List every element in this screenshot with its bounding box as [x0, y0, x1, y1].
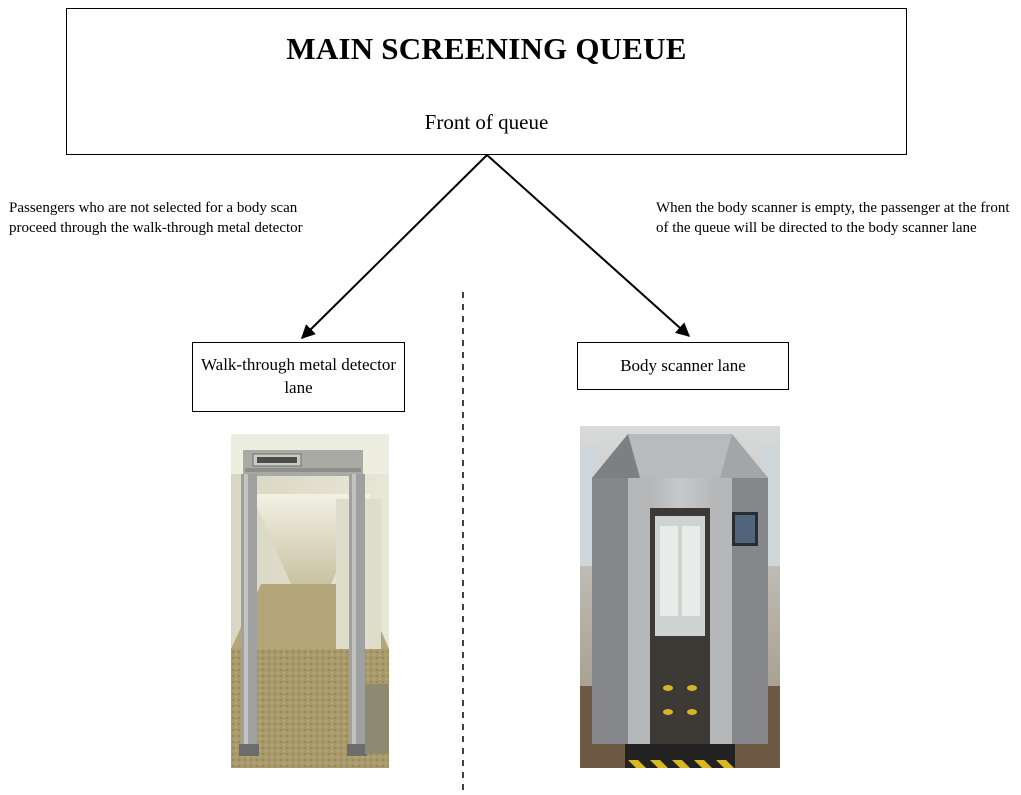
arrow-to-wtmd-lane	[301, 154, 488, 339]
queue-front-label: Front of queue	[424, 110, 549, 134]
wtmd-note: Passengers who are not selected for a bo…	[9, 200, 303, 236]
body-scanner-note: When the body scanner is empty, the pass…	[656, 200, 1010, 236]
body-scanner-lane-box: Body scanner lane	[577, 342, 789, 390]
body-scanner-lane-label: Body scanner lane	[620, 356, 746, 375]
wtmd-lane-label: Walk-through metal detector lane	[200, 355, 396, 397]
body-scanner-photo	[580, 426, 780, 768]
queue-title: MAIN SCREENING QUEUE	[286, 31, 687, 66]
main-queue-box: MAIN SCREENING QUEUE Front of queue	[66, 8, 907, 155]
arrow-to-body-scanner-lane	[486, 154, 691, 337]
walk-through-metal-detector-photo	[231, 434, 389, 768]
wtmd-lane-box: Walk-through metal detector lane	[192, 342, 405, 412]
